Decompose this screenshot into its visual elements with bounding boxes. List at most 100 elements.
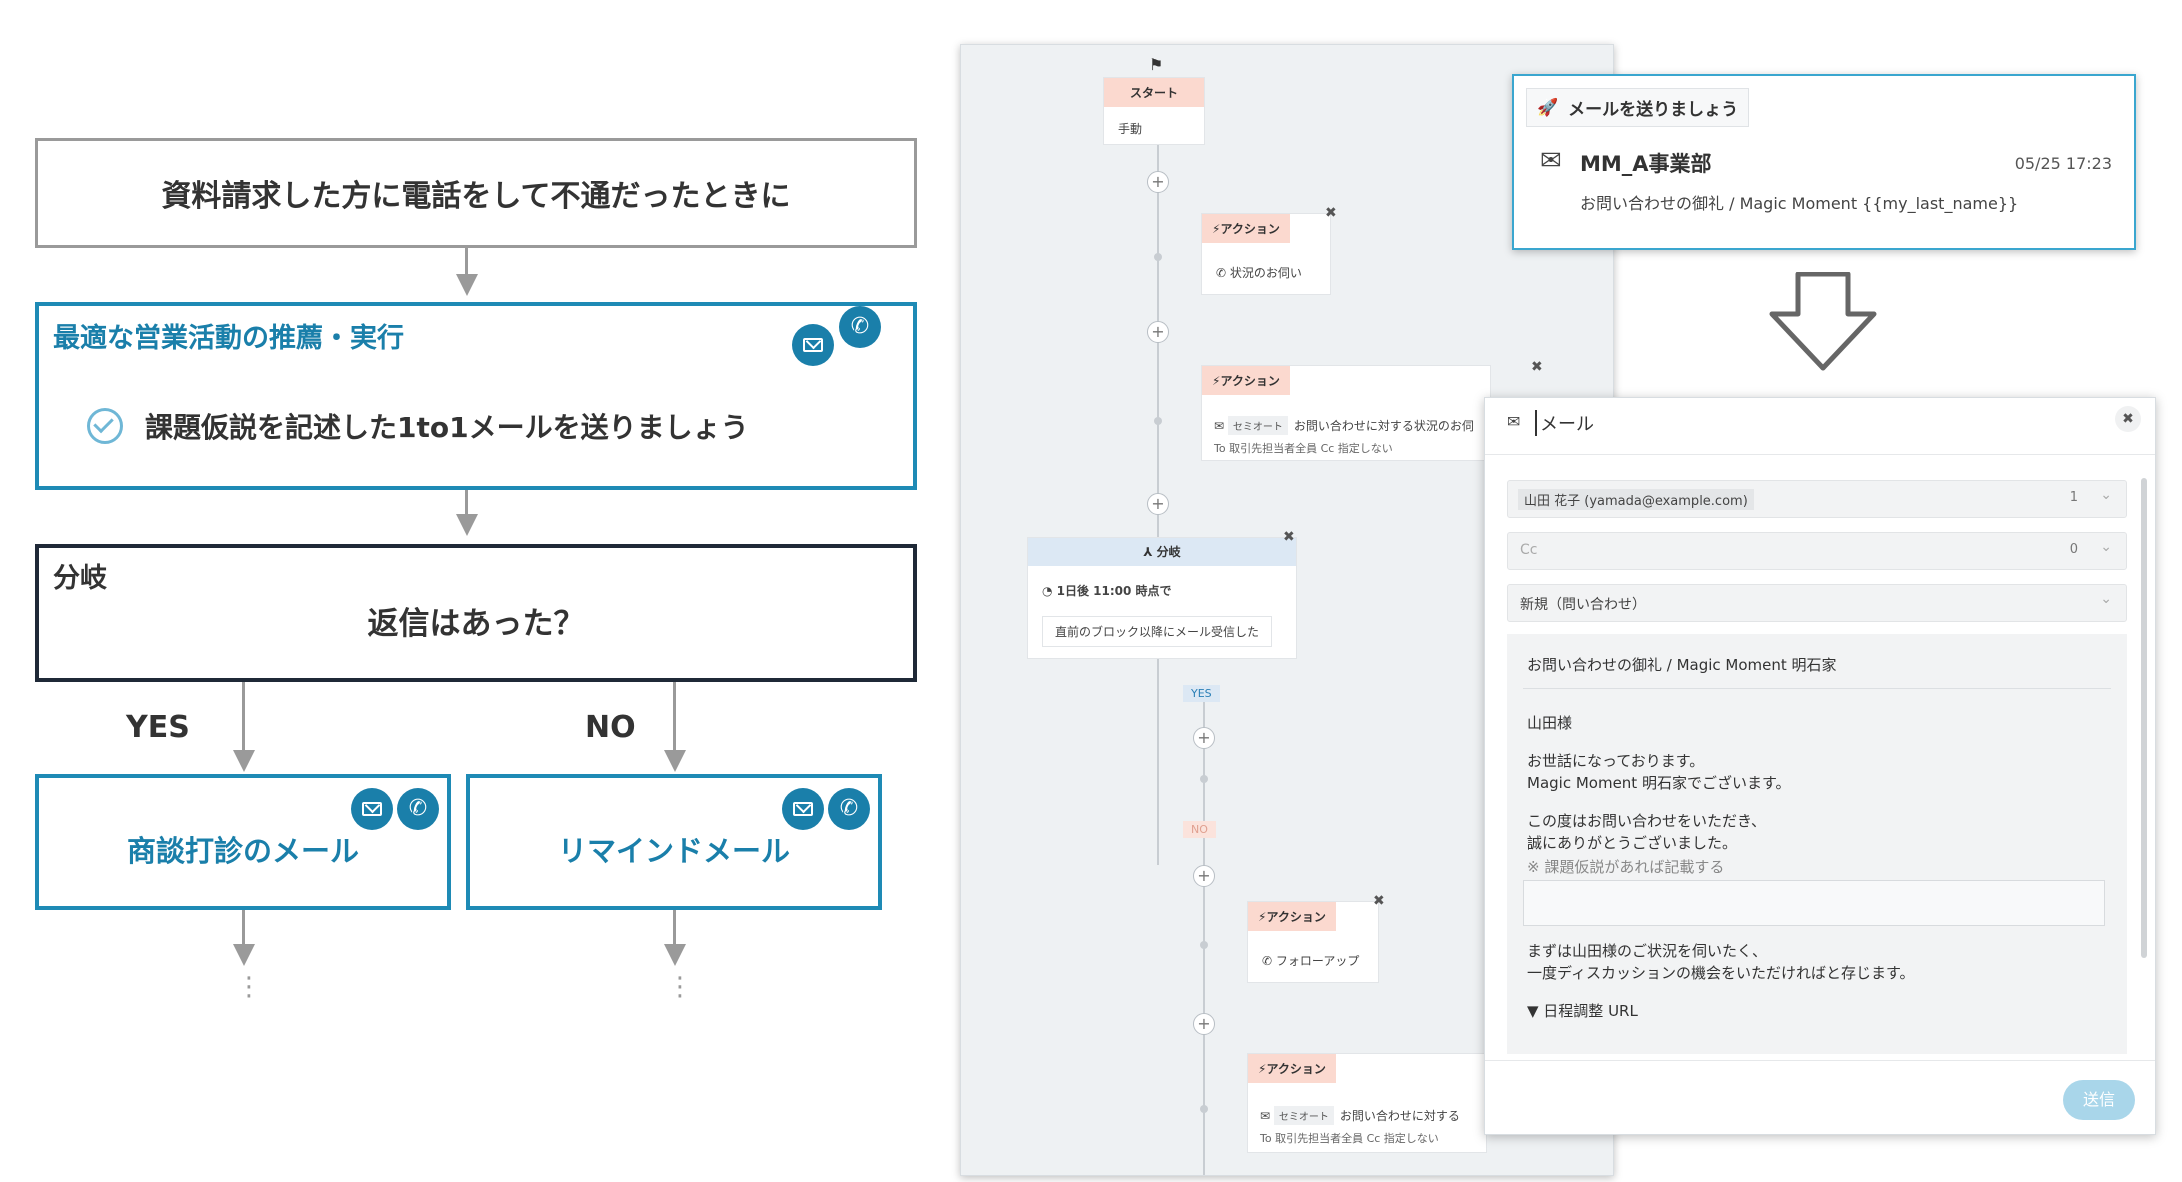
down-arrow-icon — [1769, 272, 1877, 371]
send-button[interactable]: 送信 — [2063, 1080, 2135, 1120]
action-4-text: ✉ セミオートお問い合わせに対する — [1260, 1106, 1460, 1125]
flow-arrow-yes — [242, 682, 245, 752]
continue-dots: ⋮ — [236, 972, 262, 1002]
connector-dot — [1200, 941, 1208, 949]
close-icon[interactable]: ✖ — [1531, 359, 1543, 375]
workflow-connector — [1157, 145, 1159, 605]
flow-title-box: 資料請求した方に電話をして不通だったときに — [35, 138, 917, 248]
branch-question: 返信はあった？ — [367, 606, 585, 642]
template-value: 新規（問い合わせ） — [1520, 597, 1646, 613]
mail-icon — [351, 788, 393, 830]
divider — [1485, 454, 2155, 455]
flow-arrow — [242, 910, 245, 944]
add-step-button[interactable]: + — [1193, 865, 1215, 887]
mail-icon — [792, 324, 834, 366]
continue-dots: ⋮ — [667, 972, 693, 1002]
schedule-url-toggle[interactable]: ▼ 日程調整 URL — [1527, 1002, 1638, 1020]
workflow-connector — [1203, 755, 1205, 1175]
cc-field[interactable]: Cc 0 ⌄ — [1507, 532, 2127, 570]
no-action-box: ✆ リマインドメール — [466, 774, 882, 910]
close-button[interactable]: ✖ — [2115, 406, 2141, 432]
cc-count: 0 — [2069, 542, 2078, 557]
branch-box: 分岐 返信はあった？ — [35, 544, 917, 682]
branch-label: 分岐 — [53, 563, 107, 594]
cc-placeholder: Cc — [1520, 542, 1538, 558]
action-node-2[interactable]: ⚡アクション ✉ セミオートお問い合わせに対する状況のお伺 To 取引先担当者全… — [1201, 365, 1491, 461]
suggestion-tab: 🚀 メールを送りましょう — [1526, 88, 1750, 127]
flow-arrow — [673, 910, 676, 944]
hypothesis-textarea[interactable] — [1523, 880, 2105, 926]
action-tag: ⚡アクション — [1202, 366, 1290, 395]
flow-arrow-head — [664, 750, 686, 772]
branch-node[interactable]: ⅄ 分岐 ◔ 1日後 11:00 時点で 直前のブロック以降にメール受信した — [1027, 537, 1297, 659]
connector-dot — [1200, 775, 1208, 783]
add-step-button[interactable]: + — [1193, 727, 1215, 749]
start-node[interactable]: スタート 手動 — [1103, 77, 1205, 145]
body-line: お世話になっております。 — [1527, 752, 1705, 770]
branch-condition: 直前のブロック以降にメール受信した — [1042, 616, 1273, 647]
yes-action-label: 商談打診のメール — [126, 834, 359, 868]
body-line: 一度ディスカッションの機会をいただければと存じます。 — [1527, 964, 1915, 982]
to-field[interactable]: 山田 花子 (yamada@example.com) 1 ⌄ — [1507, 480, 2127, 518]
flow-arrow-head — [664, 944, 686, 966]
add-step-button[interactable]: + — [1193, 1013, 1215, 1035]
close-icon[interactable]: ✖ — [1373, 893, 1385, 909]
divider — [1485, 1060, 2155, 1061]
action-3-text: ✆ フォローアップ — [1262, 954, 1360, 968]
body-line: Magic Moment 明石家でございます。 — [1527, 774, 1791, 792]
yes-label: YES — [126, 710, 190, 745]
start-mode: 手動 — [1118, 122, 1143, 136]
action-4-recipients: To 取引先担当者全員 Cc 指定しない — [1260, 1132, 1439, 1145]
flow-arrow-head — [456, 274, 478, 296]
template-select[interactable]: 新規（問い合わせ） ⌄ — [1507, 584, 2127, 622]
add-step-button[interactable]: + — [1147, 493, 1169, 515]
email-suggestion-card[interactable]: 🚀 メールを送りましょう ✉ MM_A事業部 05/25 17:23 お問い合わ… — [1512, 74, 2136, 250]
check-circle-icon — [87, 408, 123, 444]
flow-title: 資料請求した方に電話をして不通だったときに — [161, 179, 791, 214]
recommend-task-label: 課題仮説を記述した1to1メールを送りましょう — [145, 411, 749, 444]
mail-body[interactable]: お問い合わせの御礼 / Magic Moment 明石家 山田様 お世話になって… — [1507, 634, 2127, 1054]
no-action-label: リマインドメール — [557, 834, 790, 868]
flow-arrow-no — [673, 682, 676, 752]
mail-subject[interactable]: お問い合わせの御礼 / Magic Moment 明石家 — [1527, 656, 1837, 674]
body-greeting: 山田様 — [1527, 714, 1573, 732]
divider — [1523, 688, 2111, 689]
sender-name: MM_A事業部 — [1580, 152, 1712, 176]
action-node-4[interactable]: ⚡アクション ✉ セミオートお問い合わせに対する To 取引先担当者全員 Cc … — [1247, 1053, 1487, 1153]
close-icon[interactable]: ✖ — [1283, 529, 1295, 545]
action-tag: ⚡アクション — [1248, 1054, 1336, 1083]
recipient-chip[interactable]: 山田 花子 (yamada@example.com) — [1518, 489, 1754, 510]
add-step-button[interactable]: + — [1147, 171, 1169, 193]
flow-arrow-head — [456, 514, 478, 536]
no-label: NO — [585, 710, 636, 745]
start-tag: スタート — [1104, 78, 1204, 107]
recommend-box: 最適な営業活動の推薦・実行 ✆ 課題仮説を記述した1to1メールを送りましょう — [35, 302, 917, 490]
phone-icon: ✆ — [828, 788, 870, 830]
hint-text: ※ 課題仮説があれば記載する — [1527, 858, 1725, 876]
action-node-1[interactable]: ⚡アクション ✆ 状況のお伺い — [1201, 213, 1331, 295]
phone-icon: ✆ — [839, 306, 881, 348]
scrollbar[interactable] — [2141, 478, 2147, 958]
flow-arrow — [465, 490, 468, 514]
flow-arrow-head — [233, 750, 255, 772]
mail-icon: ✉ — [1507, 412, 1521, 431]
action-node-3[interactable]: ⚡アクション ✆ フォローアップ — [1247, 901, 1379, 983]
add-step-button[interactable]: + — [1147, 321, 1169, 343]
chevron-down-icon[interactable]: ⌄ — [2100, 487, 2112, 503]
chevron-down-icon[interactable]: ⌄ — [2100, 539, 2112, 555]
recommend-heading: 最適な営業活動の推薦・実行 — [53, 323, 404, 354]
close-icon[interactable]: ✖ — [1325, 205, 1337, 221]
action-1-text: ✆ 状況のお伺い — [1216, 266, 1302, 280]
mail-send-icon: ✉ — [1540, 146, 1562, 176]
yes-tag: YES — [1183, 685, 1220, 702]
branch-header: ⅄ 分岐 — [1028, 538, 1296, 566]
body-line: この度はお問い合わせをいただき、 — [1527, 812, 1766, 830]
connector-dot — [1154, 417, 1162, 425]
action-2-recipients: To 取引先担当者全員 Cc 指定しない — [1214, 442, 1393, 455]
to-count: 1 — [2069, 490, 2078, 505]
recommend-task: 課題仮説を記述した1to1メールを送りましょう — [87, 406, 749, 446]
sent-datetime: 05/25 17:23 — [2014, 154, 2112, 173]
flag-icon: ⚑ — [1149, 55, 1164, 74]
phone-icon: ✆ — [397, 788, 439, 830]
chevron-down-icon[interactable]: ⌄ — [2100, 591, 2112, 607]
